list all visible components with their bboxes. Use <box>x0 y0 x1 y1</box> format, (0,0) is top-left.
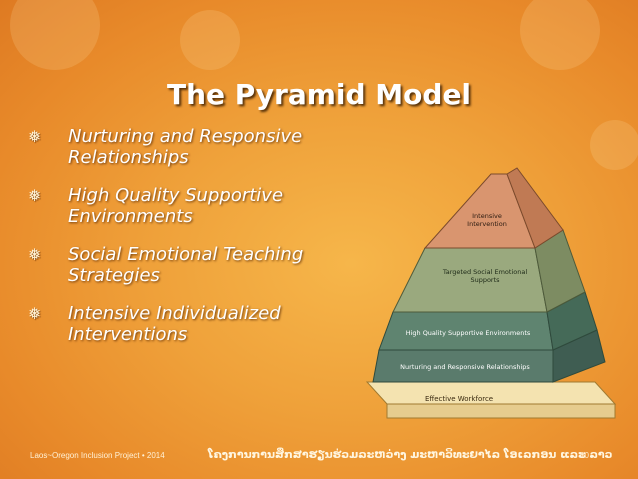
bullet-list: ❅ Nurturing and Responsive Relationships… <box>22 126 362 362</box>
bullet-text: High Quality Supportive Environments <box>68 185 284 227</box>
background-flower <box>10 0 100 70</box>
background-flower <box>520 0 600 70</box>
snowflake-bullet-icon: ❅ <box>28 127 42 146</box>
pyramid-base-edge <box>386 403 616 419</box>
bullet-item: ❅ Nurturing and Responsive Relationships <box>22 126 362 168</box>
pyramid-model-diagram: Effective Workforce Nurturing and Respon… <box>365 160 625 430</box>
bullet-text: Nurturing and Responsive Relationships <box>68 126 303 168</box>
snowflake-bullet-icon: ❅ <box>28 186 42 205</box>
tier-label-box: Targeted Social Emotional Supports <box>442 268 528 284</box>
tier-label: High Quality Supportive Environments <box>406 329 531 337</box>
page-number: 10 <box>580 451 589 460</box>
base-label: Effective Workforce <box>425 395 493 403</box>
bullet-text: Intensive Individualized Interventions <box>68 303 281 345</box>
tier-label-box: Intensive Intervention <box>467 212 507 228</box>
bullet-item: ❅ High Quality Supportive Environments <box>22 185 362 227</box>
pyramid-svg: Effective Workforce Nurturing and Respon… <box>365 167 617 419</box>
tier-label: Nurturing and Responsive Relationships <box>400 363 530 371</box>
bullet-item: ❅ Intensive Individualized Interventions <box>22 303 362 345</box>
background-flower <box>180 10 240 70</box>
tier-label: Intensive Intervention <box>467 212 507 228</box>
tier-label: Targeted Social Emotional Supports <box>442 268 528 284</box>
footer-lao-text: ໂຄງການການສຶກສາຮຽນຮ່ວມລະຫວ່າງ ມະຫາວິທະຍາໄ… <box>208 448 613 461</box>
bullet-item: ❅ Social Emotional Teaching Strategies <box>22 244 362 286</box>
slide-title: The Pyramid Model <box>166 78 472 111</box>
snowflake-bullet-icon: ❅ <box>28 245 42 264</box>
footer-project: Laos~Oregon Inclusion Project • 2014 <box>30 451 165 460</box>
bullet-text: Social Emotional Teaching Strategies <box>68 244 304 286</box>
background-flower <box>590 120 638 170</box>
tier-side-1 <box>506 167 564 249</box>
snowflake-bullet-icon: ❅ <box>28 304 42 323</box>
